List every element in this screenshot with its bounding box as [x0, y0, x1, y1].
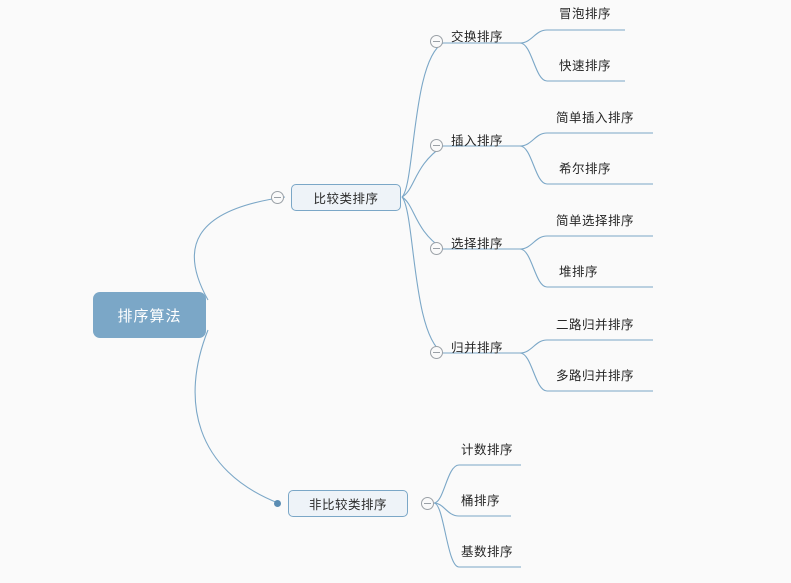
node-heap-sort[interactable]: 堆排序 — [559, 264, 599, 279]
link-noncompare-to-bucket — [433, 502, 460, 517]
link-compare-to-merge — [401, 196, 444, 354]
node-radix-sort[interactable]: 基数排序 — [461, 544, 514, 559]
node-swap-sort[interactable]: 交换排序 — [451, 29, 504, 44]
node-shell-sort[interactable]: 希尔排序 — [559, 161, 612, 176]
link-root-to-noncompare — [194, 329, 279, 504]
node-two-way-merge-sort[interactable]: 二路归并排序 — [556, 317, 635, 332]
node-simple-insert-sort[interactable]: 简单插入排序 — [556, 110, 635, 125]
node-noncompare-sort[interactable]: 非比较类排序 — [288, 490, 408, 517]
link-noncompare-to-counting — [433, 464, 460, 504]
link-insert-to-shell — [519, 145, 548, 185]
link-compare-to-insert — [401, 145, 444, 198]
link-select-to-heap — [519, 248, 548, 288]
collapse-minus-icon-insert[interactable] — [430, 139, 443, 152]
collapse-minus-icon-select[interactable] — [430, 242, 443, 255]
link-merge-to-multi-way — [519, 352, 548, 392]
node-compare-sort[interactable]: 比较类排序 — [291, 184, 401, 211]
node-counting-sort[interactable]: 计数排序 — [461, 442, 514, 457]
link-root-to-compare — [193, 196, 286, 301]
link-insert-to-simple-insert — [519, 132, 548, 147]
node-bubble-sort[interactable]: 冒泡排序 — [559, 6, 612, 21]
link-select-to-simple-select — [519, 235, 548, 250]
link-merge-to-two-way — [519, 339, 548, 354]
node-simple-select-sort[interactable]: 简单选择排序 — [556, 213, 635, 228]
collapse-minus-icon-noncompare[interactable] — [421, 497, 434, 510]
root-node[interactable]: 排序算法 — [93, 292, 206, 338]
node-bucket-sort[interactable]: 桶排序 — [461, 493, 501, 508]
collapse-minus-icon-swap[interactable] — [430, 35, 443, 48]
node-insert-sort[interactable]: 插入排序 — [451, 133, 504, 148]
link-compare-to-swap — [401, 42, 444, 198]
node-merge-sort[interactable]: 归并排序 — [451, 340, 504, 355]
connector-dot-noncompare — [274, 500, 281, 507]
node-select-sort[interactable]: 选择排序 — [451, 236, 504, 251]
collapse-minus-icon-merge[interactable] — [430, 346, 443, 359]
link-noncompare-to-radix — [433, 502, 460, 568]
link-swap-to-quick — [519, 42, 548, 82]
node-multi-way-merge-sort[interactable]: 多路归并排序 — [556, 368, 635, 383]
collapse-minus-icon-compare[interactable] — [271, 191, 284, 204]
link-swap-to-bubble — [519, 29, 548, 44]
node-quick-sort[interactable]: 快速排序 — [559, 58, 612, 73]
